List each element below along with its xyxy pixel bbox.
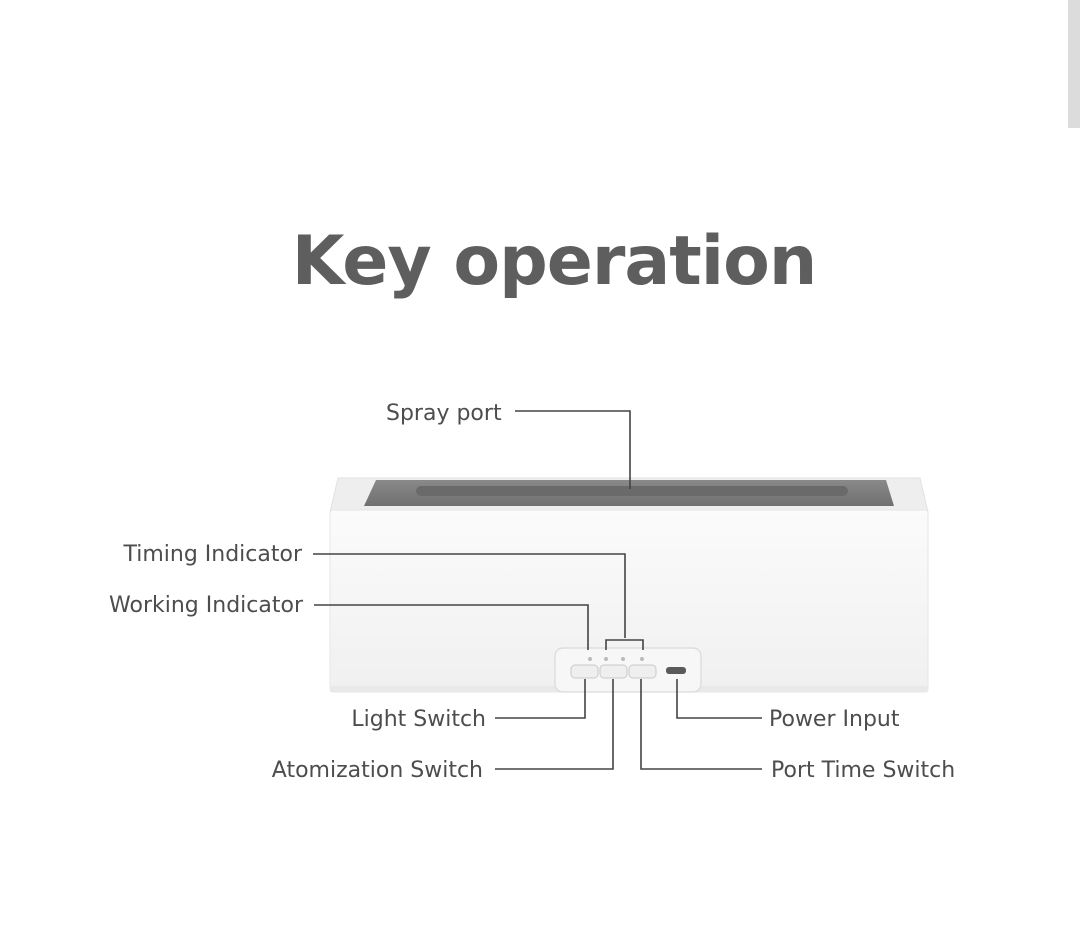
leader-lines (313, 410, 762, 770)
page-title: Key operation (291, 222, 818, 301)
working-indicator-light (588, 657, 592, 661)
working-indicator-leader (314, 604, 589, 650)
label-spray-port: Spray port (386, 401, 502, 426)
light-switch-button[interactable] (570, 664, 599, 679)
port-time-switch-button[interactable] (628, 664, 657, 679)
port-time-switch-leader (640, 679, 762, 770)
indicator-lights (588, 657, 644, 661)
timing-indicator-light-2 (621, 657, 625, 661)
scrollbar[interactable] (1068, 0, 1080, 128)
label-timing-indicator: Timing Indicator (122, 542, 302, 567)
label-light-switch: Light Switch (351, 707, 486, 732)
atomization-switch-button[interactable] (599, 664, 628, 679)
timing-indicator-bracket (605, 639, 644, 650)
timing-indicator-light-3 (640, 657, 644, 661)
light-switch-leader (495, 679, 586, 719)
label-atomization-switch: Atomization Switch (272, 758, 483, 783)
timing-indicator-leader (313, 553, 626, 638)
spray-port-leader (515, 410, 631, 489)
spray-port-slot-inner (416, 486, 848, 496)
atomization-switch-leader (495, 679, 614, 770)
humidifier-device (329, 477, 929, 693)
timing-indicator-light-1 (604, 657, 608, 661)
label-port-time-switch: Port Time Switch (771, 758, 955, 783)
label-power-input: Power Input (769, 707, 900, 732)
label-working-indicator: Working Indicator (109, 593, 304, 618)
power-input-port (666, 667, 686, 674)
power-input-leader (676, 679, 762, 719)
